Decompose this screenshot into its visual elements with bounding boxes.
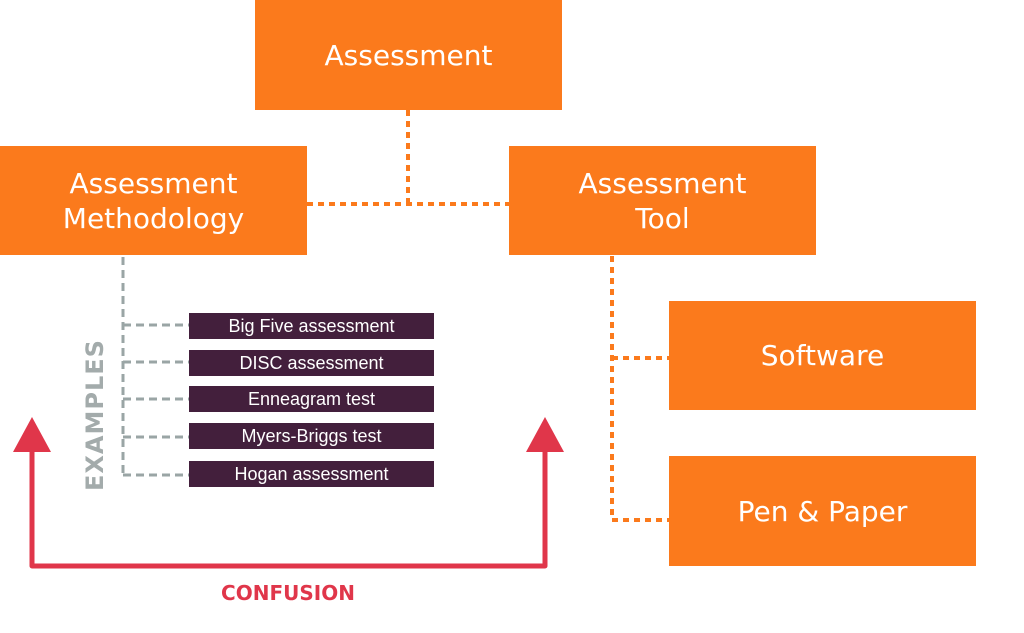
examples-label: EXAMPLES: [81, 339, 109, 491]
node-label: Pen & Paper: [737, 494, 908, 528]
example-item: Big Five assessment: [189, 313, 434, 339]
grey-dashed-connectors: [121, 257, 189, 478]
node-pen-paper: Pen & Paper: [669, 456, 976, 566]
arrow-head-left-icon: [13, 417, 51, 452]
node-label: Assessment: [324, 38, 493, 72]
node-assessment: Assessment: [255, 0, 562, 110]
example-item: Myers-Briggs test: [189, 423, 434, 449]
node-label: Methodology: [62, 201, 245, 235]
node-label: Assessment: [69, 166, 238, 200]
arrow-head-right-icon: [526, 417, 564, 452]
example-item: Hogan assessment: [189, 461, 434, 487]
node-label: Assessment: [578, 166, 747, 200]
node-label: Software: [760, 339, 885, 372]
confusion-label: CONFUSION: [221, 581, 355, 605]
node-label: Tool: [635, 201, 690, 235]
example-item: Enneagram test: [189, 386, 434, 412]
node-software: Software: [669, 301, 976, 410]
confusion-arrow: [13, 417, 564, 569]
example-item: DISC assessment: [189, 350, 434, 376]
orange-dotted-connectors: [307, 110, 669, 522]
